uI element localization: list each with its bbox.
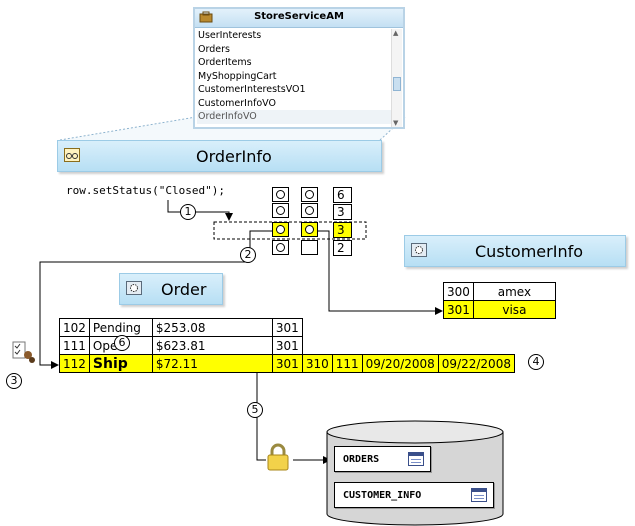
row-cell [272,187,289,202]
customer-info-view-object: CustomerInfo [404,235,626,267]
table-cell: 112 [59,354,90,373]
table-cell: visa [472,300,556,319]
table-cell: 310 [301,354,333,373]
customer-info-table-item: CUSTOMER_INFO [334,482,494,508]
table-row: 111 Open $623.81 301 [59,336,303,355]
row-cell [301,240,318,255]
row-cell-current [301,222,318,237]
list-item[interactable]: OrderItems [198,57,252,68]
list-item[interactable]: Orders [198,43,230,55]
table-cell: 09/20/2008 [361,354,439,373]
callout-3: 3 [6,373,22,389]
customer-info-table: 300 amex 301 visa [443,282,556,319]
lock-icon [267,443,289,471]
row-cell-current [272,222,289,237]
customer-info-table-label: CUSTOMER_INFO [343,490,422,501]
value-cell: 2 [333,240,352,256]
table-icon [408,452,424,466]
row-cell [272,203,289,218]
row-cell [301,203,318,218]
order-entity-object: Order [119,273,223,305]
table-cell: 111 [331,354,363,373]
callout-4: 4 [528,354,544,370]
value-cell: 3 [333,204,352,220]
table-cell: 301 [271,336,303,355]
list-item[interactable]: MyShoppingCart [198,70,277,82]
view-object-instance-list[interactable]: UserInterests Orders OrderItems MyShoppi… [197,29,393,124]
gear-icon [411,243,427,257]
order-info-title: OrderInfo [196,147,272,166]
table-cell: $623.81 [151,336,273,355]
table-row: 300 amex [443,282,556,301]
orders-table-item: ORDERS [334,446,431,472]
view-object-icon [64,148,80,162]
orders-table-label: ORDERS [343,454,380,465]
entity-cache-row-updated: 112 Ship $72.11 301 310 111 09/20/2008 0… [59,354,515,373]
scroll-thumb[interactable] [393,77,401,91]
database-cylinder [326,420,504,526]
table-cell: amex [472,282,556,301]
callout-2: 2 [240,247,256,263]
table-cell: Pending [88,318,153,337]
table-icon [471,488,487,502]
list-scrollbar[interactable]: ▲ ▼ [391,29,402,127]
value-cell-current: 3 [333,222,352,238]
row-cell [301,187,318,202]
callout-6: 6 [114,335,130,351]
table-cell: 301 [271,318,303,337]
table-row-current: 301 visa [443,300,556,319]
briefcase-icon [199,11,213,23]
table-row-current: 112 Ship $72.11 301 310 111 09/20/2008 0… [59,354,515,373]
list-item[interactable]: CustomerInterestsVO1 [198,84,306,95]
value-cell: 6 [333,187,352,203]
table-cell: 301 [443,300,474,319]
callout-5: 5 [247,402,263,418]
table-cell: $253.08 [151,318,273,337]
scroll-down-icon[interactable]: ▼ [393,119,399,127]
table-cell: 09/22/2008 [437,354,515,373]
table-cell: 301 [271,354,303,373]
list-item[interactable]: CustomerInfoVO [198,97,276,109]
code-snippet: row.setStatus("Closed"); [66,184,225,197]
gear-icon [126,281,142,295]
callout-1: 1 [180,204,196,220]
app-module-header: StoreServiceAM [195,9,403,28]
table-cell: 300 [443,282,474,301]
app-module-panel: StoreServiceAM UserInterests Orders Orde… [193,7,405,129]
validation-icon [12,341,35,363]
list-item[interactable]: UserInterests [198,30,262,41]
row-cell [272,240,289,255]
list-item-selected[interactable]: OrderInfoVO [197,110,393,124]
order-title: Order [161,280,207,299]
table-row: 102 Pending $253.08 301 [59,318,303,337]
table-cell: 102 [59,318,90,337]
table-cell: Ship [88,354,153,373]
table-cell: 111 [59,336,90,355]
table-cell: $72.11 [151,354,273,373]
scroll-up-icon[interactable]: ▲ [393,29,399,37]
customer-info-title: CustomerInfo [475,242,583,261]
order-info-view-object: OrderInfo [57,140,382,172]
app-module-title: StoreServiceAM [254,11,344,22]
entity-cache-table: 102 Pending $253.08 301 111 Open $623.81… [59,318,303,355]
